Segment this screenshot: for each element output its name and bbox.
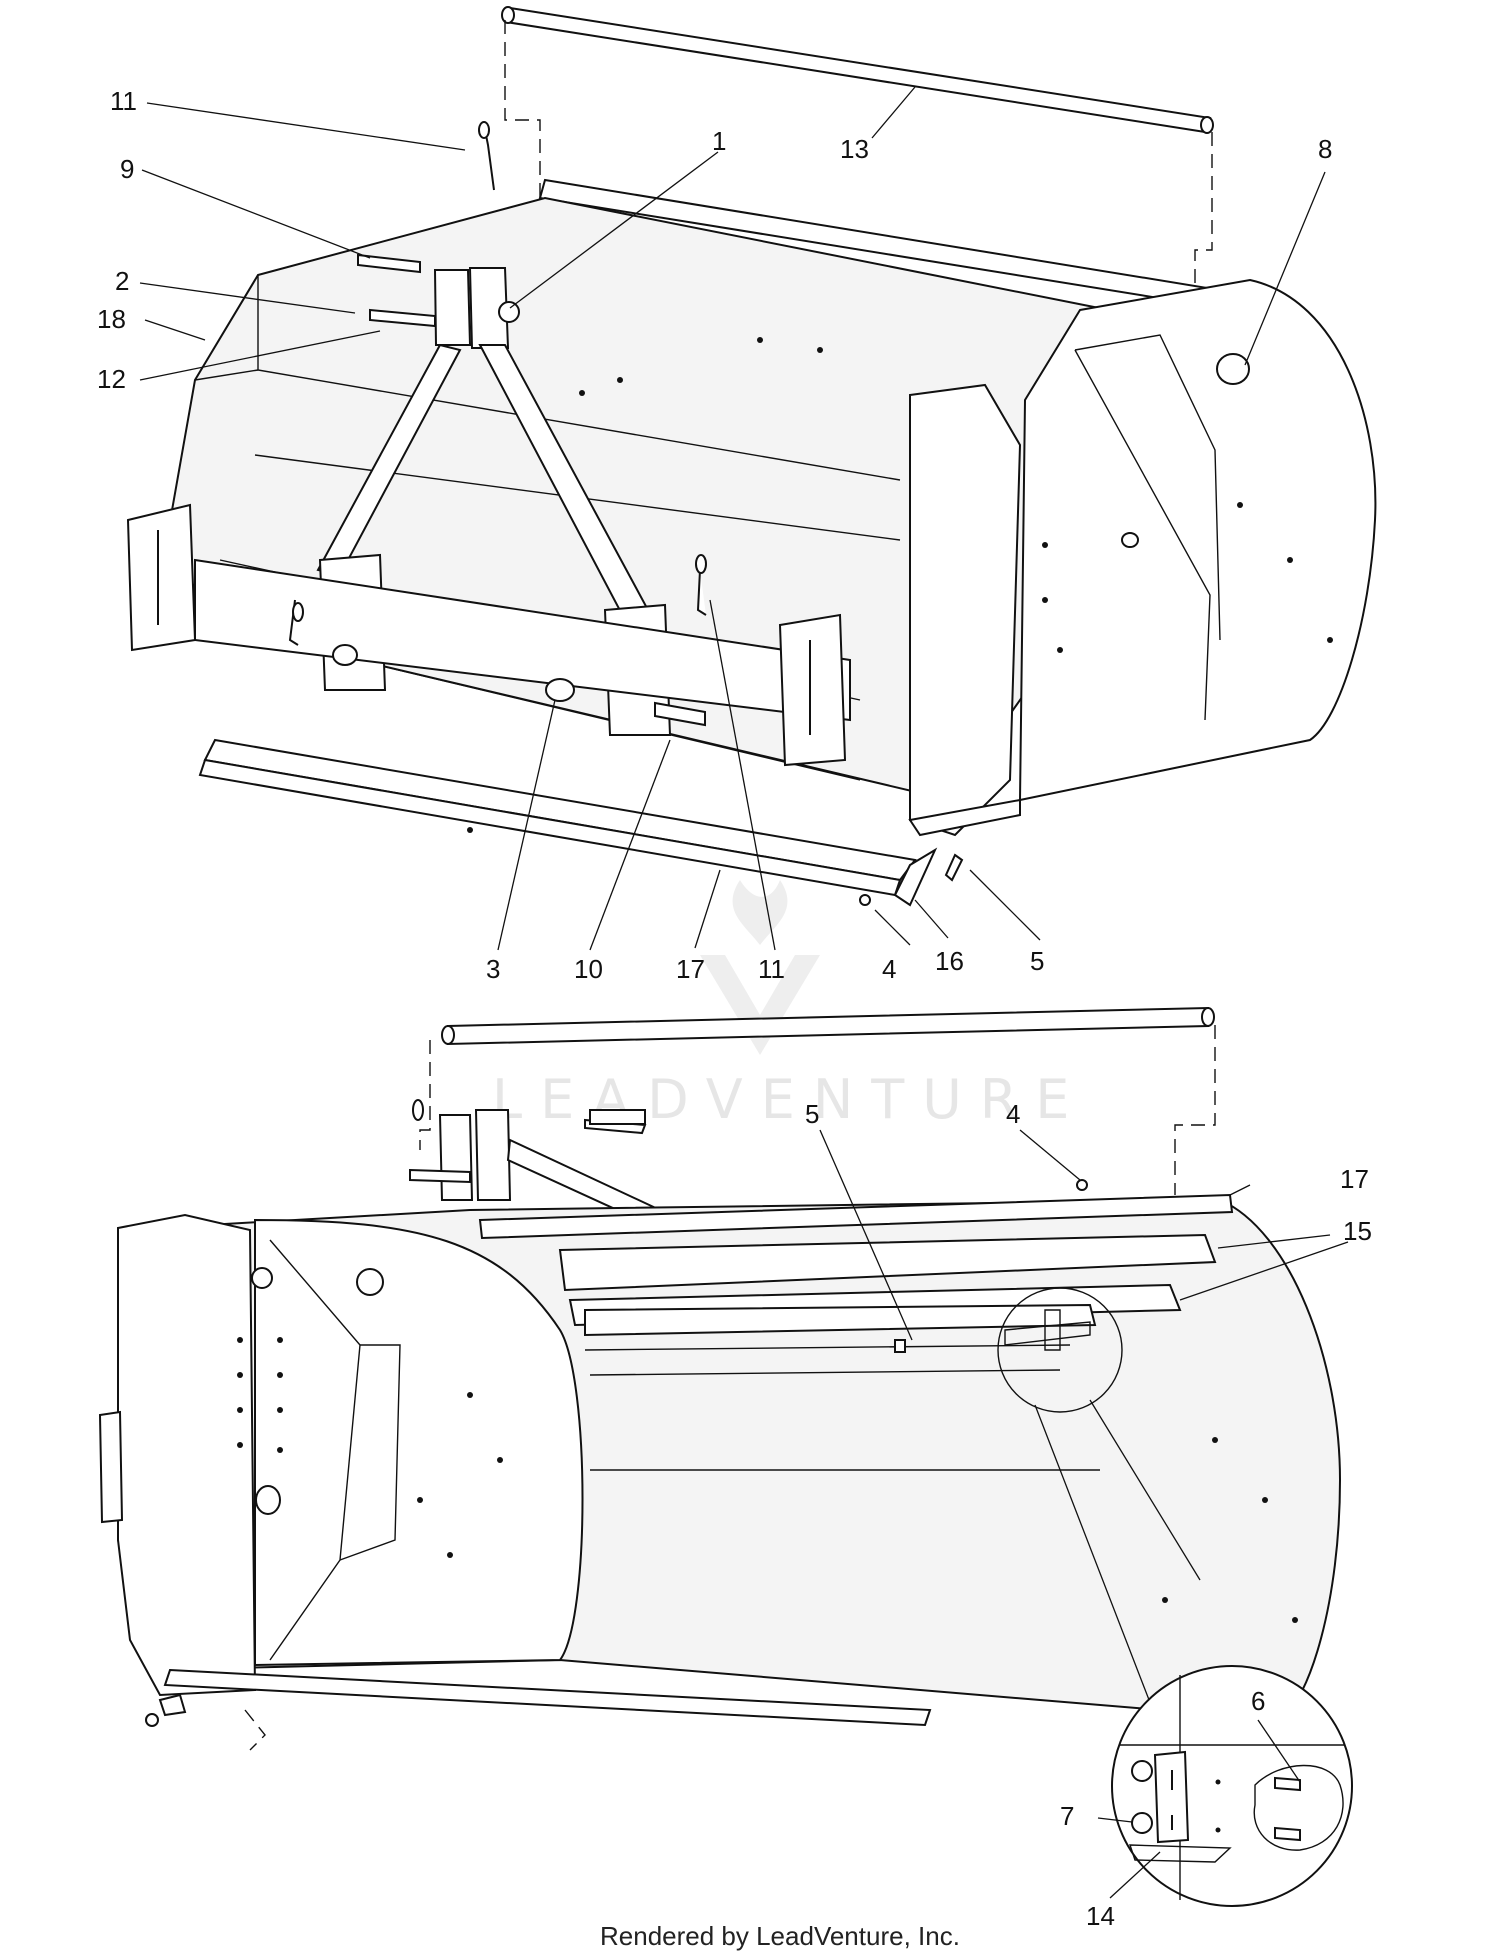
callout-4-top: 4: [882, 954, 896, 984]
callout-9: 9: [120, 154, 134, 184]
callout-2: 2: [115, 266, 129, 296]
callout-labels: 11 9 2 12 18 1 13 8 3 10 17 11 4 16 5 5 …: [97, 86, 1372, 1931]
callout-3: 3: [486, 954, 500, 984]
callout-7: 7: [1060, 1801, 1074, 1831]
bar-part-16-top: [198, 758, 902, 897]
watermark-text: LEADVENTURE: [492, 1068, 1087, 1131]
shaft-part-13: [501, 6, 1214, 134]
callout-5-top: 5: [1030, 946, 1044, 976]
footer-credit: Rendered by LeadVenture, Inc.: [600, 1921, 960, 1951]
callout-13: 13: [840, 134, 869, 164]
callout-4-bottom: 4: [1006, 1099, 1020, 1129]
callout-17-bottom: 17: [1340, 1164, 1369, 1194]
bottom-view-holes: [237, 1337, 1298, 1623]
callout-leader-lines: [139, 86, 1349, 1899]
callout-16: 16: [935, 946, 964, 976]
detail-inset-circle: [1111, 1665, 1353, 1907]
hitch-frame-top: [194, 267, 851, 736]
callout-11-top: 11: [110, 86, 137, 116]
bar-bottom-view: [163, 1668, 932, 1727]
callout-17-top: 17: [676, 954, 705, 984]
top-view-assembly: [126, 6, 1377, 907]
callout-8: 8: [1318, 134, 1332, 164]
bracket-left: [126, 503, 197, 652]
detail-inset: [1111, 1665, 1353, 1907]
side-housing-right-top: [908, 278, 1377, 837]
callout-12: 12: [97, 364, 126, 394]
bar-part-17-bottom: [478, 1193, 1234, 1240]
bottom-view-assembly: [98, 1006, 1353, 1907]
shaft-bottom: [441, 1006, 1215, 1046]
leadventure-watermark: LEADVENTURE: [492, 880, 1087, 1131]
detail-reference-circle: [997, 1287, 1123, 1413]
callout-11-lower: 11: [758, 954, 785, 984]
side-housing-left-bottom: [98, 1213, 584, 1697]
callout-18: 18: [97, 304, 126, 334]
shield-part-15a: [558, 1233, 1217, 1292]
callout-15: 15: [1343, 1216, 1372, 1246]
top-view-holes: [467, 337, 1333, 858]
callout-14: 14: [1086, 1901, 1115, 1931]
callout-10: 10: [574, 954, 603, 984]
callout-6: 6: [1251, 1686, 1265, 1716]
callout-1: 1: [712, 126, 726, 156]
callout-5-bottom: 5: [805, 1099, 819, 1129]
bracket-mid: [778, 613, 847, 767]
